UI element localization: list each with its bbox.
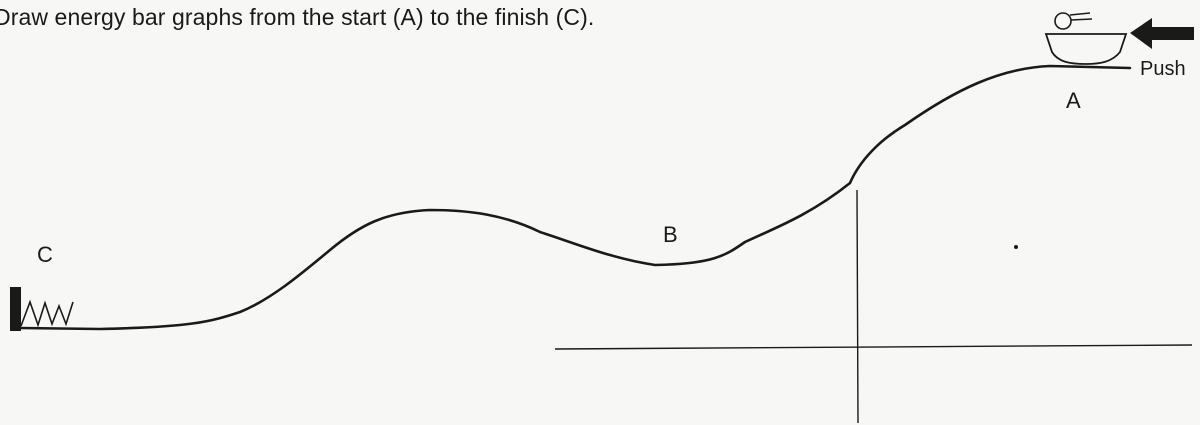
spring-icon xyxy=(20,299,74,328)
stray-mark xyxy=(1014,245,1018,249)
push-arrow-icon xyxy=(1130,18,1194,49)
point-c-label: C xyxy=(37,242,53,267)
point-a-label: A xyxy=(1066,88,1081,113)
axis-vertical xyxy=(856,189,859,424)
axis-horizontal xyxy=(554,344,1193,350)
point-b-label: B xyxy=(663,222,678,247)
push-label: Push xyxy=(1140,58,1186,80)
wall-icon xyxy=(10,287,21,331)
instruction-text: Draw energy bar graphs from the start (A… xyxy=(0,4,595,30)
cart-with-ball-icon xyxy=(1044,12,1128,65)
track-curve xyxy=(18,64,1132,331)
